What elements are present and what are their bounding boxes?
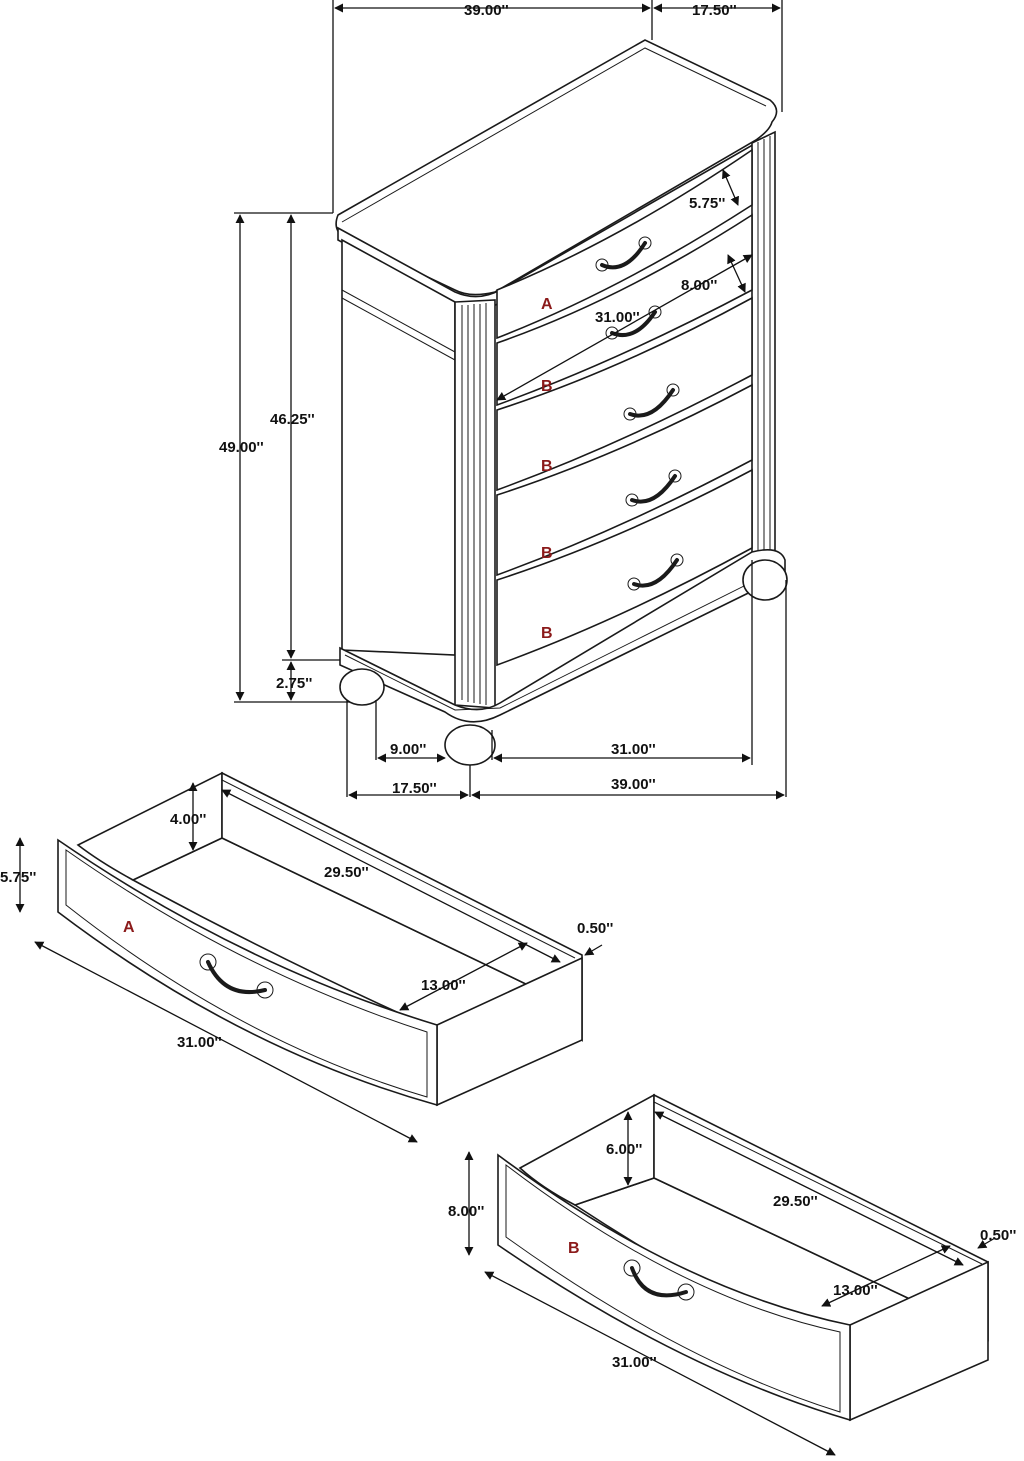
chest-feet-height-label: 2.75''	[276, 675, 312, 692]
chest-foot-width-label: 31.00''	[611, 741, 656, 758]
chest-drawer-label: B	[541, 545, 553, 562]
drawer-b-illustration	[497, 1093, 989, 1422]
drawer-a-dimension-lines	[15, 782, 603, 1143]
chest-drawer-label: A	[541, 296, 553, 313]
chest-width-bottom-label: 39.00''	[611, 776, 656, 793]
chest-total-height-label: 49.00''	[219, 439, 264, 456]
chest-case-height-label: 46.25''	[270, 411, 315, 428]
drawer-b-thickness-label: 0.50''	[980, 1227, 1016, 1244]
drawer-pull-icon	[625, 469, 682, 507]
drawer-b-dimension-lines	[464, 1111, 996, 1456]
drawer-b-depth-label: 29.50''	[773, 1193, 818, 1210]
drawer-a-inner-width-label: 13.00''	[421, 977, 466, 994]
chest-drawer-b-height-label: 8.00''	[681, 277, 717, 294]
chest-drawer-a-height-label: 5.75''	[689, 195, 725, 212]
drawer-a-thickness-label: 0.50''	[577, 920, 613, 937]
chest-illustration	[335, 39, 788, 766]
drawer-b-inner-height-label: 6.00''	[606, 1141, 642, 1158]
chest-depth-bottom-label: 17.50''	[392, 780, 437, 797]
chest-drawer-width-label: 31.00''	[595, 309, 640, 326]
drawer-b-letter: B	[568, 1240, 580, 1257]
drawer-a-letter: A	[123, 919, 135, 936]
drawer-pull-icon	[627, 553, 684, 591]
chest-depth-top-label: 17.50''	[692, 2, 737, 19]
drawer-a-height-label: 5.75''	[0, 869, 36, 886]
drawer-a-width-label: 31.00''	[177, 1034, 222, 1051]
chest-width-top-label: 39.00''	[464, 2, 509, 19]
drawer-a-depth-label: 29.50''	[324, 864, 369, 881]
drawer-a-inner-height-label: 4.00''	[170, 811, 206, 828]
chest-foot-inset-label: 9.00''	[390, 741, 426, 758]
drawer-b-inner-width-label: 13.00''	[833, 1282, 878, 1299]
chest-drawer-label: B	[541, 458, 553, 475]
drawer-b-width-label: 31.00''	[612, 1354, 657, 1371]
chest-drawer-label: B	[541, 378, 553, 395]
chest-drawer-label: B	[541, 625, 553, 642]
drawer-b-height-label: 8.00''	[448, 1203, 484, 1220]
drawer-a-illustration	[57, 771, 583, 1107]
